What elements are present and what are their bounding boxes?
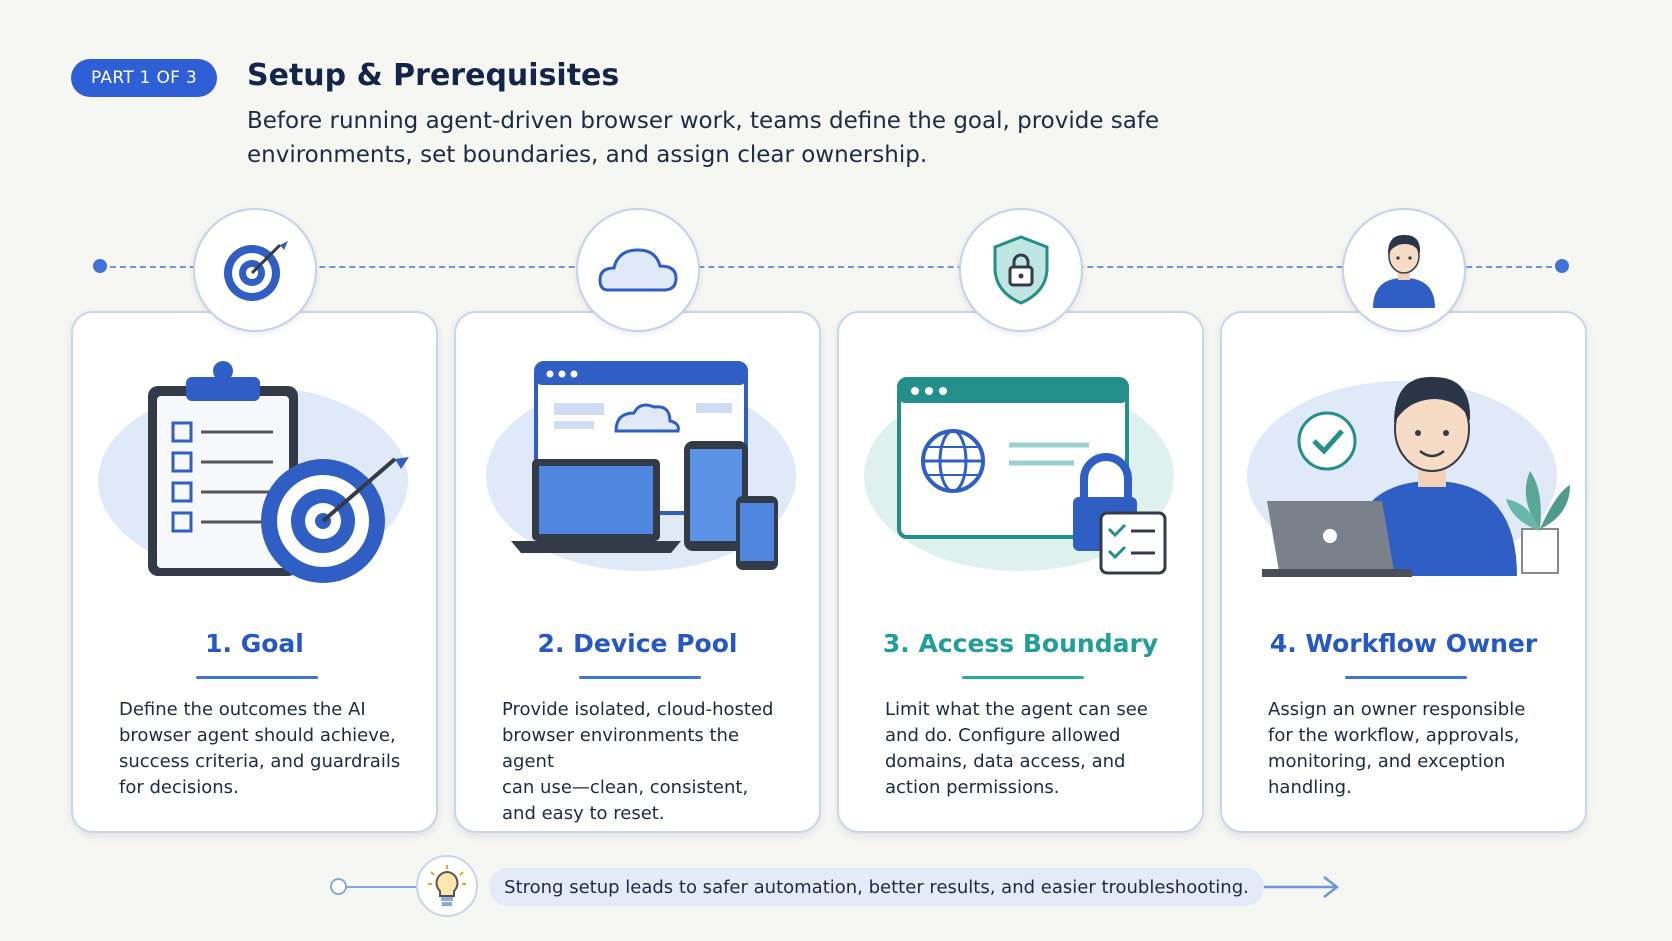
card-text-line: browser agent should achieve,	[119, 725, 396, 746]
subtitle-line: environments, set boundaries, and assign…	[247, 142, 928, 168]
card-text-line: success criteria, and guardrails	[119, 751, 401, 772]
card-workflow-owner: 4. Workflow Owner Assign an owner respon…	[1220, 311, 1587, 833]
card-goal: 1. Goal Define the outcomes the AI brows…	[71, 311, 438, 833]
card-description: Define the outcomes the AI browser agent…	[119, 697, 409, 801]
page-title: Setup & Prerequisites	[247, 58, 620, 93]
subtitle-line: Before running agent-driven browser work…	[247, 108, 1160, 134]
card-text-line: for decisions.	[119, 777, 239, 798]
card-underline	[196, 676, 318, 679]
timeline-end-dot	[1555, 259, 1569, 273]
card-description: Assign an owner responsible for the work…	[1268, 697, 1558, 801]
card-text-line: Provide isolated, cloud-hosted	[502, 699, 774, 720]
card-description: Provide isolated, cloud-hosted browser e…	[502, 697, 792, 827]
card-underline	[579, 676, 701, 679]
lightbulb-icon	[416, 855, 478, 917]
card-text-line: browser environments the agent	[502, 725, 740, 772]
device-pool-illustration	[486, 361, 796, 571]
footer-connector	[345, 886, 417, 888]
card-text-line: Define the outcomes the AI	[119, 699, 366, 720]
timeline-start-dot	[93, 259, 107, 273]
card-underline	[962, 676, 1084, 679]
goal-illustration	[98, 361, 409, 583]
page-subtitle: Before running agent-driven browser work…	[247, 104, 1207, 172]
card-text-line: domains, data access, and	[885, 751, 1126, 772]
card-underline	[1345, 676, 1467, 679]
card-text-line: action permissions.	[885, 777, 1060, 798]
card-description: Limit what the agent can see and do. Con…	[885, 697, 1175, 801]
access-boundary-illustration	[864, 377, 1174, 575]
card-title: 1. Goal	[205, 629, 304, 658]
arrow-right-icon	[1264, 876, 1340, 898]
person-icon	[1342, 208, 1466, 332]
card-device-pool: 2. Device Pool Provide isolated, cloud-h…	[454, 311, 821, 833]
target-icon	[193, 208, 317, 332]
card-title: 2. Device Pool	[537, 629, 738, 658]
cloud-icon	[576, 208, 700, 332]
shield-lock-icon	[959, 208, 1083, 332]
card-access-boundary: 3. Access Boundary Limit what the agent …	[837, 311, 1204, 833]
card-text-line: Assign an owner responsible	[1268, 699, 1526, 720]
timeline-line	[100, 266, 1562, 268]
card-title: 3. Access Boundary	[882, 629, 1159, 658]
card-text-line: Limit what the agent can see	[885, 699, 1148, 720]
card-title: 4. Workflow Owner	[1269, 629, 1538, 658]
card-text-line: handling.	[1268, 777, 1352, 798]
card-text-line: for the workflow, approvals,	[1268, 725, 1520, 746]
card-text-line: monitoring, and exception	[1268, 751, 1506, 772]
footer-message: Strong setup leads to safer automation, …	[489, 868, 1264, 906]
workflow-owner-illustration	[1247, 376, 1570, 577]
card-text-line: and do. Configure allowed	[885, 725, 1121, 746]
card-text-line: can use—clean, consistent,	[502, 777, 749, 798]
part-badge: PART 1 OF 3	[71, 59, 217, 97]
card-text-line: and easy to reset.	[502, 803, 665, 824]
